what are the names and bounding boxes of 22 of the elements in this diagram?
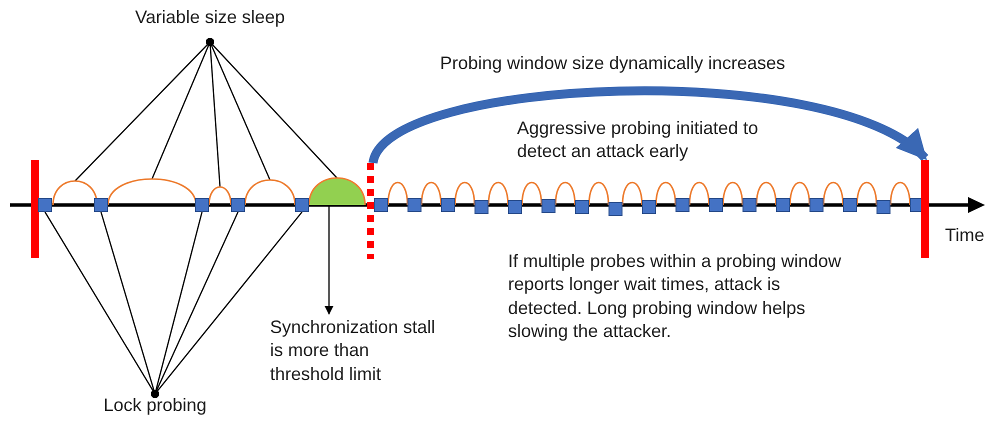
callout-text: Lock probing	[85, 394, 225, 420]
probe-square	[38, 198, 52, 212]
window-start-marker	[367, 163, 374, 259]
probe-square	[94, 198, 108, 212]
probe-square	[195, 198, 209, 212]
arrow	[324, 205, 334, 315]
curved-arrow	[369, 86, 928, 166]
sleep-arc	[53, 181, 97, 205]
annotation-text: If multiple probes within a probing window reports longer wait times, attack is detected. Long probing window helps slowing the attacker.	[508, 250, 842, 344]
sleep-arc	[245, 180, 295, 205]
callout-text: Variable size sleep	[110, 6, 310, 42]
callout-text: Synchronization stall is more than threshold limit	[270, 316, 438, 394]
sleep-arc	[209, 187, 231, 205]
annotation-text: Aggressive probing initiated to detect an attack early	[517, 117, 760, 164]
probe-square	[231, 198, 245, 212]
window-end-marker	[921, 160, 929, 258]
probe-square	[295, 198, 309, 212]
sleep-arc	[108, 179, 196, 205]
axis-label: Time	[945, 224, 986, 247]
window-start-marker	[31, 160, 39, 258]
stall-arc	[309, 178, 365, 205]
heading-text: Probing window size dynamically increases	[440, 52, 786, 75]
